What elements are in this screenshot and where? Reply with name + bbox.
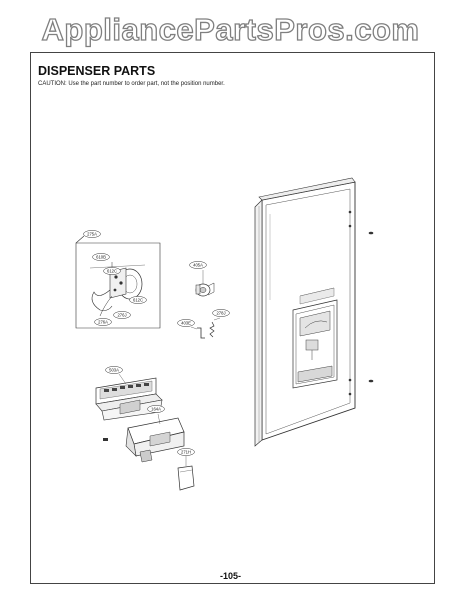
callout-276a: 276A xyxy=(94,318,112,326)
callout-label-276j: 276J xyxy=(117,313,126,318)
callout-label-271h: 271H xyxy=(181,450,191,455)
callout-label-403e: 403E xyxy=(181,321,191,326)
page-frame xyxy=(30,52,435,584)
part-405a xyxy=(195,270,215,297)
door-screw-lower xyxy=(368,379,374,383)
part-271h xyxy=(177,456,195,491)
callout-label-275a: 275A xyxy=(87,232,97,237)
callout-275a: 275A xyxy=(83,230,101,238)
part-403e xyxy=(190,326,205,339)
door-screw-upper xyxy=(368,231,374,235)
callout-label-612c-upper: 612C xyxy=(107,269,117,274)
callout-612c-upper: 612C xyxy=(103,267,121,275)
page-number: -105- xyxy=(219,571,241,581)
part-164a-dispenser-housing xyxy=(125,413,185,463)
caution-note: CAUTION: Use the part number to order pa… xyxy=(38,81,225,87)
part-278j xyxy=(209,317,221,338)
section-title: DISPENSER PARTS xyxy=(38,64,156,78)
watermark-logo: AppliancePartsPros.com xyxy=(41,11,420,47)
small-clip xyxy=(103,438,108,441)
assembly-275a xyxy=(75,235,161,329)
callout-405a: 405A xyxy=(189,261,207,269)
callout-503a: 503A xyxy=(105,366,123,374)
callout-label-164a: 164A xyxy=(151,407,161,412)
callout-164a: 164A xyxy=(147,405,165,413)
part-503a-control-panel xyxy=(95,373,163,421)
callout-612c-lower: 612C xyxy=(129,296,147,304)
callout-403e: 403E xyxy=(177,319,195,327)
dispenser-recess xyxy=(292,287,338,389)
callout-label-405a: 405A xyxy=(193,263,203,268)
callout-276j: 276J xyxy=(113,311,131,319)
callout-label-612c-lower: 612C xyxy=(133,298,143,303)
callout-label-278j: 278J xyxy=(216,311,225,316)
callout-610b: 610B xyxy=(92,253,110,261)
callout-label-503a: 503A xyxy=(109,368,119,373)
callout-271h: 271H xyxy=(177,448,195,456)
callout-label-276a: 276A xyxy=(98,320,108,325)
callout-278j: 278J xyxy=(212,309,230,317)
callout-label-610b: 610B xyxy=(96,255,106,260)
